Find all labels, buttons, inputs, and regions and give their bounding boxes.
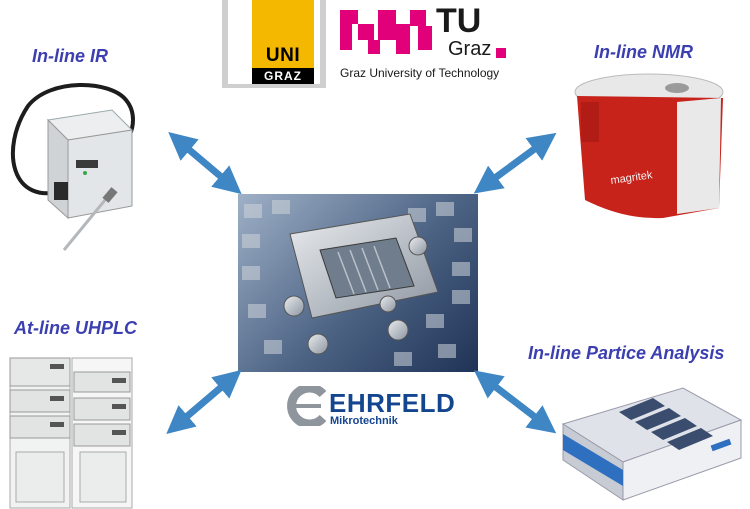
uni-graz-logo-graz: GRAZ (264, 69, 302, 83)
ehrfeld-logo-mark (287, 386, 327, 426)
ehrfeld-logo: EHRFELD Mikrotechnik (283, 384, 458, 432)
arrow-ir-reactor (168, 132, 242, 195)
inline-ir-device-image (10, 83, 135, 251)
uni-graz-logo-uni: UNI (265, 45, 301, 66)
uni-graz-logo: UNI GRAZ (222, 0, 326, 88)
label-inline-particle-analysis: In-line Partice Analysis (528, 343, 725, 363)
tu-graz-logo-caption: Graz University of Technology (340, 66, 500, 80)
arrow-uhplc-reactor (166, 369, 242, 434)
nmr-brand-text: magritek (610, 169, 654, 187)
arrow-nmr-reactor (473, 132, 557, 194)
label-atline-uhplc: At-line UHPLC (14, 318, 137, 338)
tu-graz-logo: TU Graz Graz University of Technology (338, 2, 513, 84)
label-inline-ir: In-line IR (32, 46, 108, 66)
tu-graz-logo-mark (340, 10, 432, 54)
inline-particle-analysis-device-image (561, 387, 743, 501)
central-reactor-image (238, 194, 478, 372)
tu-graz-logo-tu: TU (436, 2, 482, 40)
ehrfeld-logo-sub: Mikrotechnik (330, 415, 398, 427)
tu-graz-logo-graz: Graz (448, 38, 492, 60)
arrow-particle-reactor (474, 370, 557, 434)
ehrfeld-logo-name: EHRFELD (329, 388, 456, 418)
label-inline-nmr: In-line NMR (594, 42, 693, 62)
atline-uhplc-device-image (9, 357, 133, 509)
tu-graz-logo-square (496, 48, 506, 58)
inline-nmr-device-image: magritek (574, 73, 724, 219)
